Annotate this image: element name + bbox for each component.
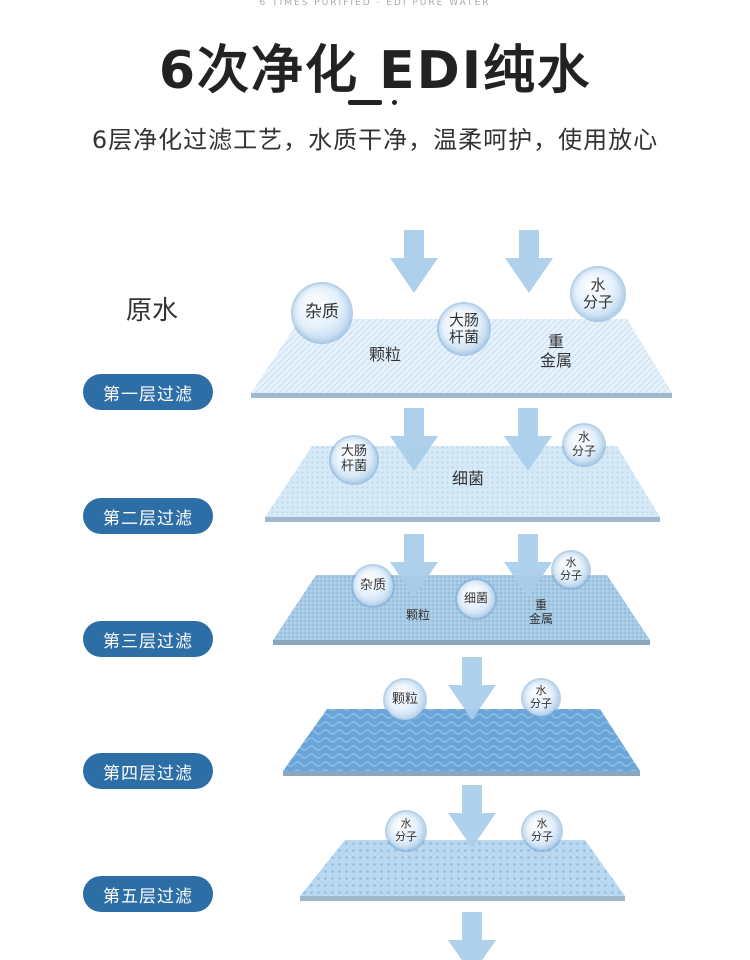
flow-arrow-1b	[505, 230, 553, 293]
layer-3-label: 第三层过滤	[83, 621, 213, 657]
layer-4-label: 第四层过滤	[83, 753, 213, 789]
bubble-water-molecule: 水 分子	[564, 425, 604, 465]
flow-arrow-5	[448, 785, 496, 848]
plate-2-bacteria-label: 细菌	[438, 469, 498, 488]
bubble-particle: 颗粒	[385, 680, 425, 720]
filter-plate-5	[300, 840, 625, 896]
filter-plate-4-edge	[283, 771, 640, 776]
filter-plate-4	[283, 709, 640, 771]
raw-water-label: 原水	[126, 290, 178, 327]
bubble-ecoli-text: 大肠 杆菌	[449, 312, 479, 347]
plate-3-particle-label: 颗粒	[392, 608, 444, 622]
flow-arrow-1a	[390, 230, 438, 293]
bubble-ecoli: 大肠 杆菌	[331, 437, 377, 483]
bubble-impurity: 杂质	[293, 284, 351, 342]
filter-plate-1-edge	[251, 393, 672, 398]
bubble-water-molecule-text: 水 分子	[583, 277, 613, 312]
bubble-water-molecule-text: 水 分子	[572, 431, 596, 459]
bubble-bacteria: 细菌	[457, 580, 495, 618]
bubble-water-molecule-text: 水 分子	[395, 818, 417, 843]
bubble-water-molecule: 水 分子	[387, 812, 425, 850]
bubble-impurity: 杂质	[353, 566, 393, 606]
bubble-water-molecule-text: 水 分子	[560, 557, 582, 582]
bubble-impurity-text: 杂质	[305, 303, 339, 323]
bubble-ecoli: 大肠 杆菌	[439, 304, 489, 354]
bubble-particle-text: 颗粒	[392, 693, 418, 708]
filter-plate-2-edge	[265, 517, 660, 522]
bubble-water-molecule-text: 水 分子	[531, 818, 553, 843]
layer-1-label: 第一层过滤	[83, 374, 213, 410]
bubble-ecoli-text: 大肠 杆菌	[341, 445, 367, 475]
layer-5-label: 第五层过滤	[83, 876, 213, 912]
plate-1-heavy-metal-label: 重 金属	[526, 332, 586, 370]
bubble-impurity-text: 杂质	[360, 579, 386, 594]
plate-3-heavy-metal-label: 重 金属	[516, 598, 566, 627]
bubble-water-molecule: 水 分子	[523, 680, 559, 716]
bubble-water-molecule: 水 分子	[553, 552, 589, 588]
flow-arrow-6	[448, 912, 496, 960]
filter-plate-5-edge	[300, 896, 625, 901]
filter-plate-3-edge	[273, 640, 650, 645]
plate-1-particle-label: 颗粒	[355, 345, 415, 364]
bubble-water-molecule: 水 分子	[572, 268, 624, 320]
layer-2-label: 第二层过滤	[83, 498, 213, 534]
bubble-bacteria-text: 细菌	[464, 592, 488, 606]
bubble-water-molecule: 水 分子	[523, 812, 561, 850]
bubble-water-molecule-text: 水 分子	[530, 685, 552, 710]
